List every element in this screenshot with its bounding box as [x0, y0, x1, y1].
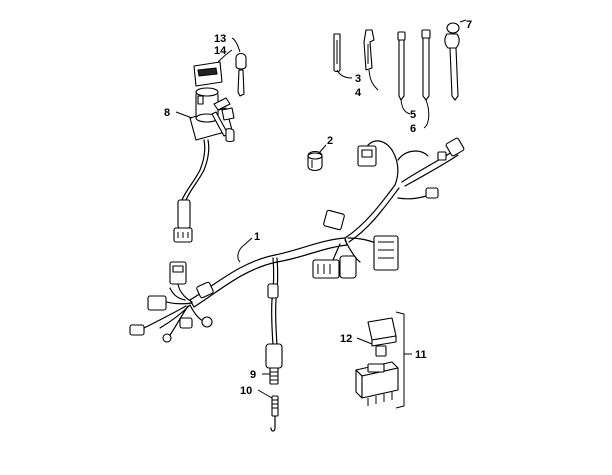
callout-3: 3	[355, 73, 361, 85]
push-mount-tie-part-7	[444, 22, 460, 101]
callout-4: 4	[355, 87, 362, 99]
callout-9: 9	[250, 369, 256, 381]
callout-11: 11	[415, 349, 427, 361]
cable-clip-part-4	[363, 29, 375, 71]
callout-2: 2	[327, 135, 333, 147]
ignition-key-part-13	[211, 52, 247, 143]
callout-14: 14	[214, 45, 227, 57]
main-wiring-harness	[139, 140, 459, 346]
callout-13: 13	[214, 33, 226, 45]
cable-clip-part-3	[333, 33, 341, 73]
relay-cover-part-12	[367, 317, 397, 357]
callout-1: 1	[254, 231, 260, 243]
pin-part-10	[270, 395, 279, 432]
ignition-switch-part-8	[173, 87, 235, 243]
cable-tie-part-6	[421, 29, 431, 101]
callout-5: 5	[410, 109, 416, 121]
relay-part-11	[355, 361, 399, 406]
callout-6: 6	[410, 123, 416, 135]
callout-labels: 1 2 3 4 5 6 7 8 9 10 11 12 13 14	[164, 19, 472, 397]
harness-connectors-left	[129, 261, 214, 343]
callout-10: 10	[240, 385, 252, 397]
wire-clip-part-2	[307, 150, 323, 172]
callout-7: 7	[466, 19, 472, 31]
harness-connectors-right	[312, 137, 465, 279]
callout-8: 8	[164, 107, 170, 119]
leader-lines	[175, 19, 467, 409]
cable-tie-part-5	[397, 31, 406, 101]
sensor-part-9	[265, 283, 283, 385]
key-cover-part-14	[193, 61, 223, 87]
callout-12: 12	[340, 333, 352, 345]
